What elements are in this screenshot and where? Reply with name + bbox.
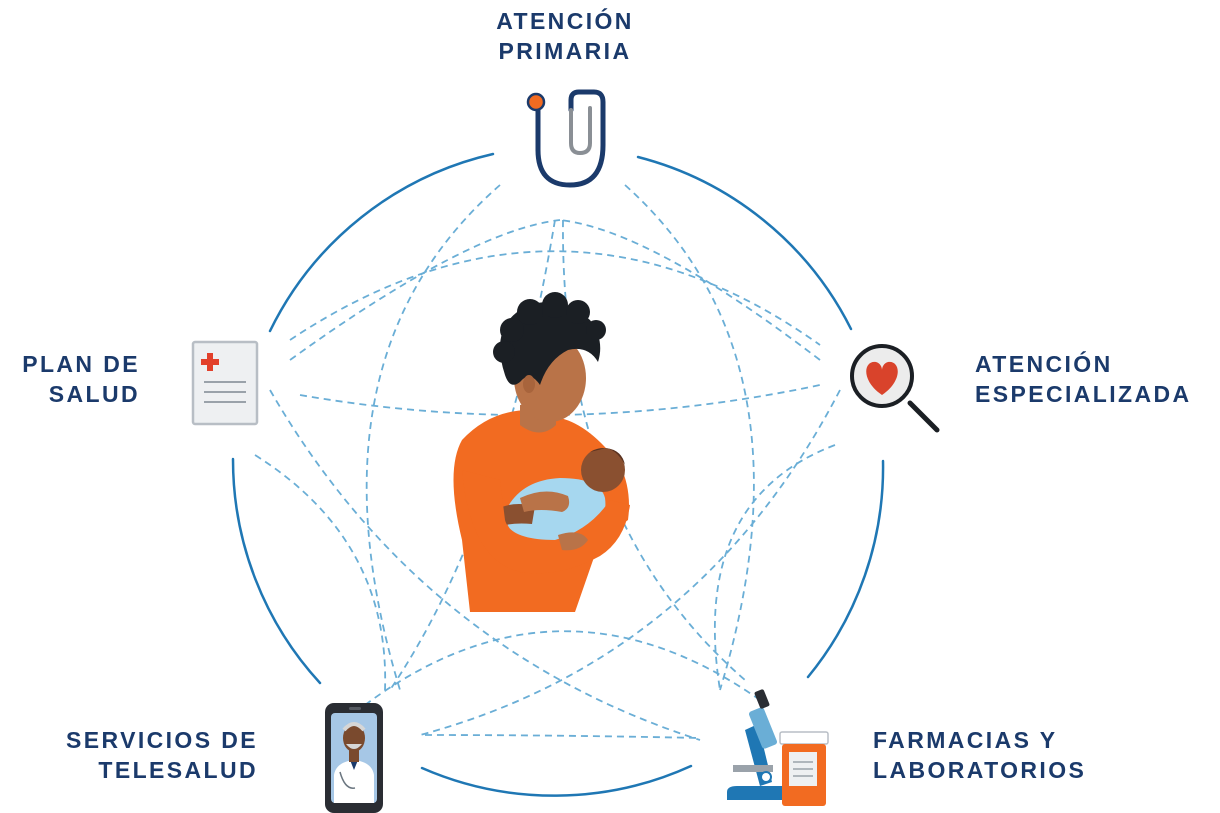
specialized-care-line2: ESPECIALIZADA — [975, 381, 1192, 407]
microscope-pill-bottle-icon — [727, 689, 829, 806]
node-label-pharmacies-labs: FARMACIAS Y LABORATORIOS — [873, 725, 1113, 785]
dashed-arc — [424, 734, 701, 739]
dashed-arc — [364, 630, 761, 706]
health-plan-line2: SALUD — [48, 381, 140, 407]
node-label-health-plan: PLAN DE SALUD — [0, 349, 140, 409]
medical-document-icon — [191, 340, 259, 426]
specialized-care-line1: ATENCIÓN — [975, 351, 1113, 377]
telehealth-line1: SERVICIOS DE — [66, 727, 258, 753]
ring-arc-pharmacy-telehealth — [420, 764, 693, 797]
ring-arc-primary-specialized — [636, 155, 853, 331]
pharmacies-labs-line1: FARMACIAS Y — [873, 727, 1058, 753]
node-label-primary-care: ATENCIÓN PRIMARIA — [470, 6, 660, 66]
dashed-arc — [289, 250, 821, 346]
dashed-arc — [299, 384, 821, 417]
dashed-arc — [269, 389, 701, 741]
dashed-arc — [713, 444, 836, 691]
dashed-arc — [365, 184, 501, 691]
ring-arc-telehealth-plan — [231, 457, 322, 685]
node-label-specialized-care: ATENCIÓN ESPECIALIZADA — [975, 349, 1215, 409]
dashed-arc — [289, 219, 561, 361]
ring-arc-specialized-pharmacy — [806, 459, 885, 679]
heart-magnifier-icon — [850, 344, 940, 433]
stethoscope-icon — [526, 89, 606, 188]
ring-arc-plan-primary — [268, 152, 495, 333]
health-plan-line1: PLAN DE — [22, 351, 140, 377]
dashed-arc — [624, 184, 755, 691]
primary-care-line1: ATENCIÓN — [496, 8, 634, 34]
pharmacies-labs-line2: LABORATORIOS — [873, 757, 1087, 783]
primary-care-line2: PRIMARIA — [498, 38, 632, 64]
phone-doctor-icon — [325, 703, 383, 813]
dashed-arc — [419, 389, 841, 736]
outer-ring — [231, 152, 885, 797]
node-label-telehealth: SERVICIOS DE TELESALUD — [20, 725, 258, 785]
dashed-arc — [559, 219, 821, 361]
dashed-arc — [254, 454, 387, 691]
telehealth-line2: TELESALUD — [98, 757, 258, 783]
parent-holding-baby-illustration — [453, 292, 630, 612]
